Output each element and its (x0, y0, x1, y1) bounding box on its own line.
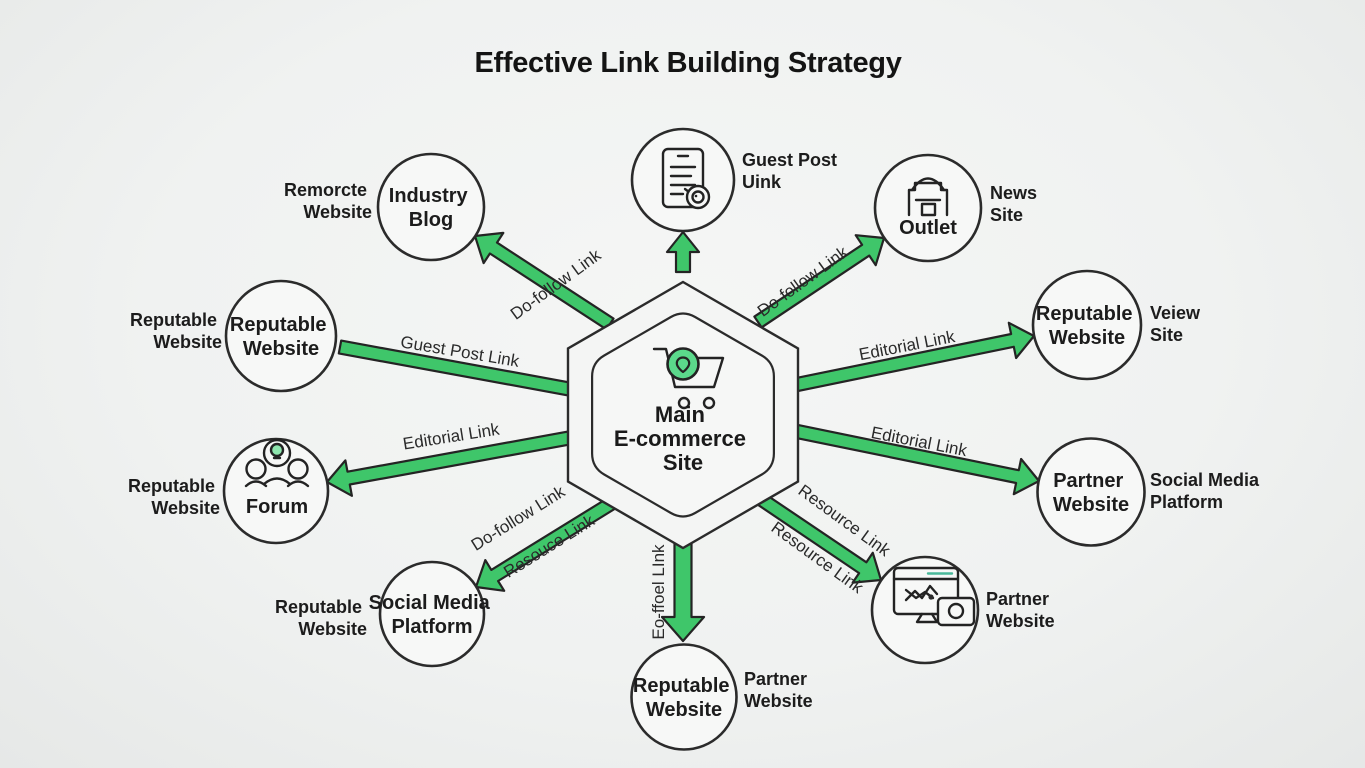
arrow-to-social-media (474, 496, 617, 592)
partner-monitor-icon (892, 566, 976, 627)
outlet-label: Outlet (899, 217, 957, 239)
left-website-label: Reputable Website (230, 314, 332, 360)
arrow-to-news-outlet (753, 234, 886, 329)
forum-label: Forum (246, 496, 308, 518)
arrow-to-partner-website (782, 421, 1041, 496)
right-website-label: Reputable Website (1036, 303, 1138, 349)
arrow-to-top-circle (665, 230, 701, 274)
node-bottom-website (630, 643, 738, 751)
edge-label-vertical: Eo-ffoel LInk (649, 544, 668, 640)
news-site-caption: News Site (990, 183, 1042, 225)
social-media-label: Social Media Platform (369, 592, 496, 638)
arrow-to-industry-blog (473, 231, 615, 331)
arrow-to-bottom-circle (660, 538, 706, 643)
node-top-circle (630, 127, 736, 233)
node-industry-blog (376, 152, 486, 262)
veiew-site-caption: Veiew Site (1150, 303, 1205, 345)
monitor-partner-caption: Partner Website (986, 589, 1055, 631)
forum-people-icon (244, 438, 310, 488)
guest-post-document-icon (661, 147, 711, 210)
cart-icon (652, 347, 725, 410)
node-news-outlet (873, 153, 983, 263)
bottomleft-reputable-caption: Reputable Website (275, 597, 367, 639)
node-left-website (224, 279, 338, 393)
arrow-to-right-website (782, 321, 1036, 395)
guest-post-link-caption: Guest Post Uink (742, 150, 842, 192)
remorcte-website-caption: Remorcte Website (284, 180, 372, 222)
center-site-label: Main E-commerce Site (614, 402, 752, 475)
forum-reputable-caption: Reputable Website (128, 476, 220, 518)
hexagon-inner (591, 312, 775, 518)
news-outlet-storefront-icon (907, 177, 949, 217)
bottom-partner-caption: Partner Website (744, 669, 813, 711)
node-partner-right (1036, 437, 1146, 547)
edge-label-dofollow-tr: Do-follow Link (754, 242, 852, 320)
social-platform-caption: Social Media Platform (1150, 470, 1264, 512)
node-monitor-site (870, 555, 980, 665)
node-right-website (1031, 269, 1143, 381)
page-title: Effective Link Building Strategy (474, 47, 901, 79)
node-social-media (378, 560, 486, 668)
bottom-website-label: Reputable Website (633, 675, 735, 721)
partner-right-label: Partner Website (1053, 470, 1129, 516)
industry-blog-label: Industry Blog (389, 185, 473, 231)
left-reputable-caption: Reputable Website (130, 310, 222, 352)
arrow-to-forum (325, 428, 583, 497)
arrow-to-monitor-site (750, 488, 883, 584)
